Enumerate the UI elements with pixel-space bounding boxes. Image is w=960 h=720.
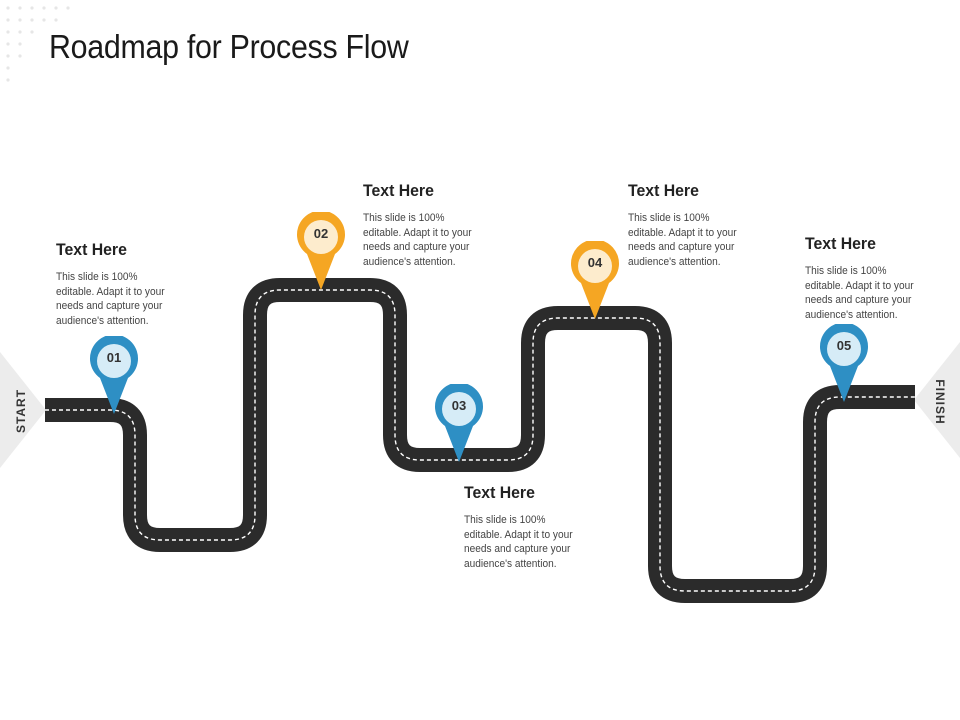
start-flag <box>0 352 46 468</box>
step-01-text-block: Text Here This slide is 100% editable. A… <box>56 240 188 328</box>
decorative-dot-grid <box>6 6 70 82</box>
step-01-pin: 01 <box>88 336 140 416</box>
page-title: Roadmap for Process Flow <box>49 28 409 65</box>
step-heading: Text Here <box>56 240 127 259</box>
step-02-pin: 02 <box>295 212 347 292</box>
step-number: 01 <box>106 350 122 365</box>
step-description: This slide is 100% editable. Adapt it to… <box>628 212 737 268</box>
step-03-pin: 03 <box>433 384 485 464</box>
road-center-marking <box>45 289 915 592</box>
step-05-pin: 05 <box>818 324 870 404</box>
step-03-text-block: Text Here This slide is 100% editable. A… <box>464 483 596 571</box>
map-pin-icon <box>435 384 483 462</box>
map-pin-icon <box>820 324 868 402</box>
map-pin-icon <box>90 336 138 414</box>
step-05-text-block: Text Here This slide is 100% editable. A… <box>805 234 937 322</box>
step-number: 03 <box>451 398 467 413</box>
step-heading: Text Here <box>628 181 699 200</box>
step-heading: Text Here <box>464 483 535 502</box>
step-heading: Text Here <box>805 234 876 253</box>
step-04-pin: 04 <box>569 241 621 321</box>
step-04-text-block: Text Here This slide is 100% editable. A… <box>628 181 760 269</box>
step-heading: Text Here <box>363 181 434 200</box>
step-number: 02 <box>313 226 329 241</box>
step-02-text-block: Text Here This slide is 100% editable. A… <box>363 181 495 269</box>
step-number: 05 <box>836 338 852 353</box>
finish-flag <box>914 342 960 458</box>
step-description: This slide is 100% editable. Adapt it to… <box>56 271 165 327</box>
step-number: 04 <box>587 255 603 270</box>
map-pin-icon <box>297 212 345 290</box>
step-description: This slide is 100% editable. Adapt it to… <box>805 265 914 321</box>
step-description: This slide is 100% editable. Adapt it to… <box>363 212 472 268</box>
map-pin-icon <box>571 241 619 319</box>
step-description: This slide is 100% editable. Adapt it to… <box>464 514 573 570</box>
